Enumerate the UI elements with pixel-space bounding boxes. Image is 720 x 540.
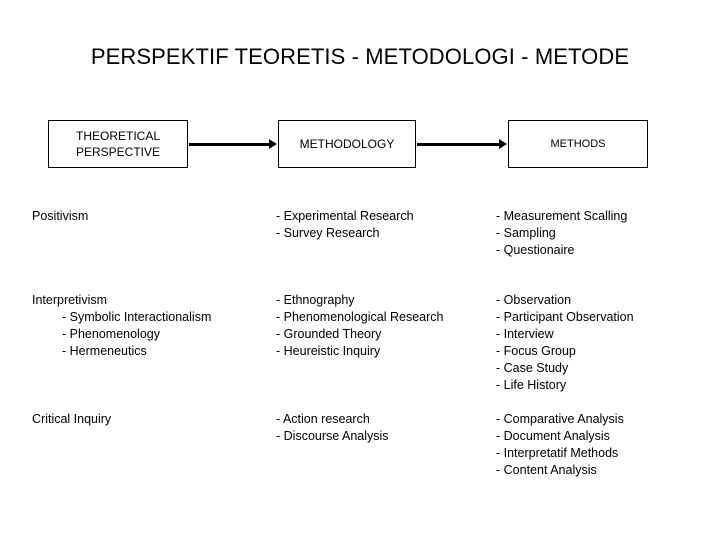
list-item: - Participant Observation bbox=[496, 310, 634, 324]
matrix-cell-perspective-interpretivism: Interpretivism - Symbolic Interactionali… bbox=[32, 292, 262, 360]
flow-box-theoretical-perspective[interactable]: THEORETICAL PERSPECTIVE bbox=[48, 120, 188, 168]
list-item: - Ethnography bbox=[276, 293, 355, 307]
perspective-name: Positivism bbox=[32, 209, 89, 223]
list-item: - Heureistic Inquiry bbox=[276, 344, 381, 358]
list-item: - Measurement Scalling bbox=[496, 209, 628, 223]
list-item: - Symbolic Interactionalism bbox=[62, 310, 212, 324]
arrow-shaft bbox=[417, 143, 500, 146]
list-item: - Phenomenology bbox=[62, 327, 160, 341]
perspective-name: Critical Inquiry bbox=[32, 412, 112, 426]
flow-box-methodology[interactable]: METHODOLOGY bbox=[278, 120, 416, 168]
list-item: - Hermeneutics bbox=[62, 344, 147, 358]
flow-box-label: METHODOLOGY bbox=[299, 137, 395, 151]
list-item: - Experimental Research bbox=[276, 209, 414, 223]
flow-box-label: THEORETICAL PERSPECTIVE bbox=[75, 129, 161, 159]
list-item: - Observation bbox=[496, 293, 572, 307]
matrix-cell-perspective-critical-inquiry: Critical Inquiry bbox=[32, 411, 262, 428]
arrow-right-icon-perspective-to-methodology bbox=[189, 138, 278, 150]
list-item: - Document Analysis bbox=[496, 429, 610, 443]
matrix-cell-perspective-positivism: Positivism bbox=[32, 208, 262, 225]
list-item: - Interview bbox=[496, 327, 554, 341]
matrix-cell-methods-interpretivism: - Observation - Participant Observation … bbox=[496, 292, 711, 394]
list-item: - Interpretatif Methods bbox=[496, 446, 619, 460]
page-title: PERSPEKTIF TEORETIS - METODOLOGI - METOD… bbox=[90, 44, 630, 69]
list-item: - Focus Group bbox=[496, 344, 576, 358]
arrow-shaft bbox=[189, 143, 270, 146]
list-item: - Sampling bbox=[496, 226, 556, 240]
arrow-head bbox=[269, 139, 277, 149]
perspective-name: Interpretivism bbox=[32, 293, 108, 307]
list-item: - Phenomenological Research bbox=[276, 310, 444, 324]
list-item: - Questionaire bbox=[496, 243, 575, 257]
list-item: - Grounded Theory bbox=[276, 327, 382, 341]
flow-box-methods[interactable]: METHODS bbox=[508, 120, 648, 168]
list-item: - Life History bbox=[496, 378, 567, 392]
list-item: - Discourse Analysis bbox=[276, 429, 389, 443]
matrix-cell-methods-critical-inquiry: - Comparative Analysis - Document Analys… bbox=[496, 411, 711, 479]
matrix-cell-methodology-interpretivism: - Ethnography - Phenomenological Researc… bbox=[276, 292, 491, 360]
list-item: - Survey Research bbox=[276, 226, 380, 240]
list-item: - Case Study bbox=[496, 361, 569, 375]
arrow-head bbox=[499, 139, 507, 149]
matrix-cell-methodology-critical-inquiry: - Action research - Discourse Analysis bbox=[276, 411, 491, 445]
flow-box-label: METHODS bbox=[550, 138, 606, 150]
arrow-right-icon-methodology-to-methods bbox=[417, 138, 508, 150]
list-item: - Action research bbox=[276, 412, 370, 426]
list-item: - Comparative Analysis bbox=[496, 412, 624, 426]
matrix-cell-methods-positivism: - Measurement Scalling - Sampling - Ques… bbox=[496, 208, 711, 259]
list-item: - Content Analysis bbox=[496, 463, 597, 477]
matrix-cell-methodology-positivism: - Experimental Research - Survey Researc… bbox=[276, 208, 491, 242]
